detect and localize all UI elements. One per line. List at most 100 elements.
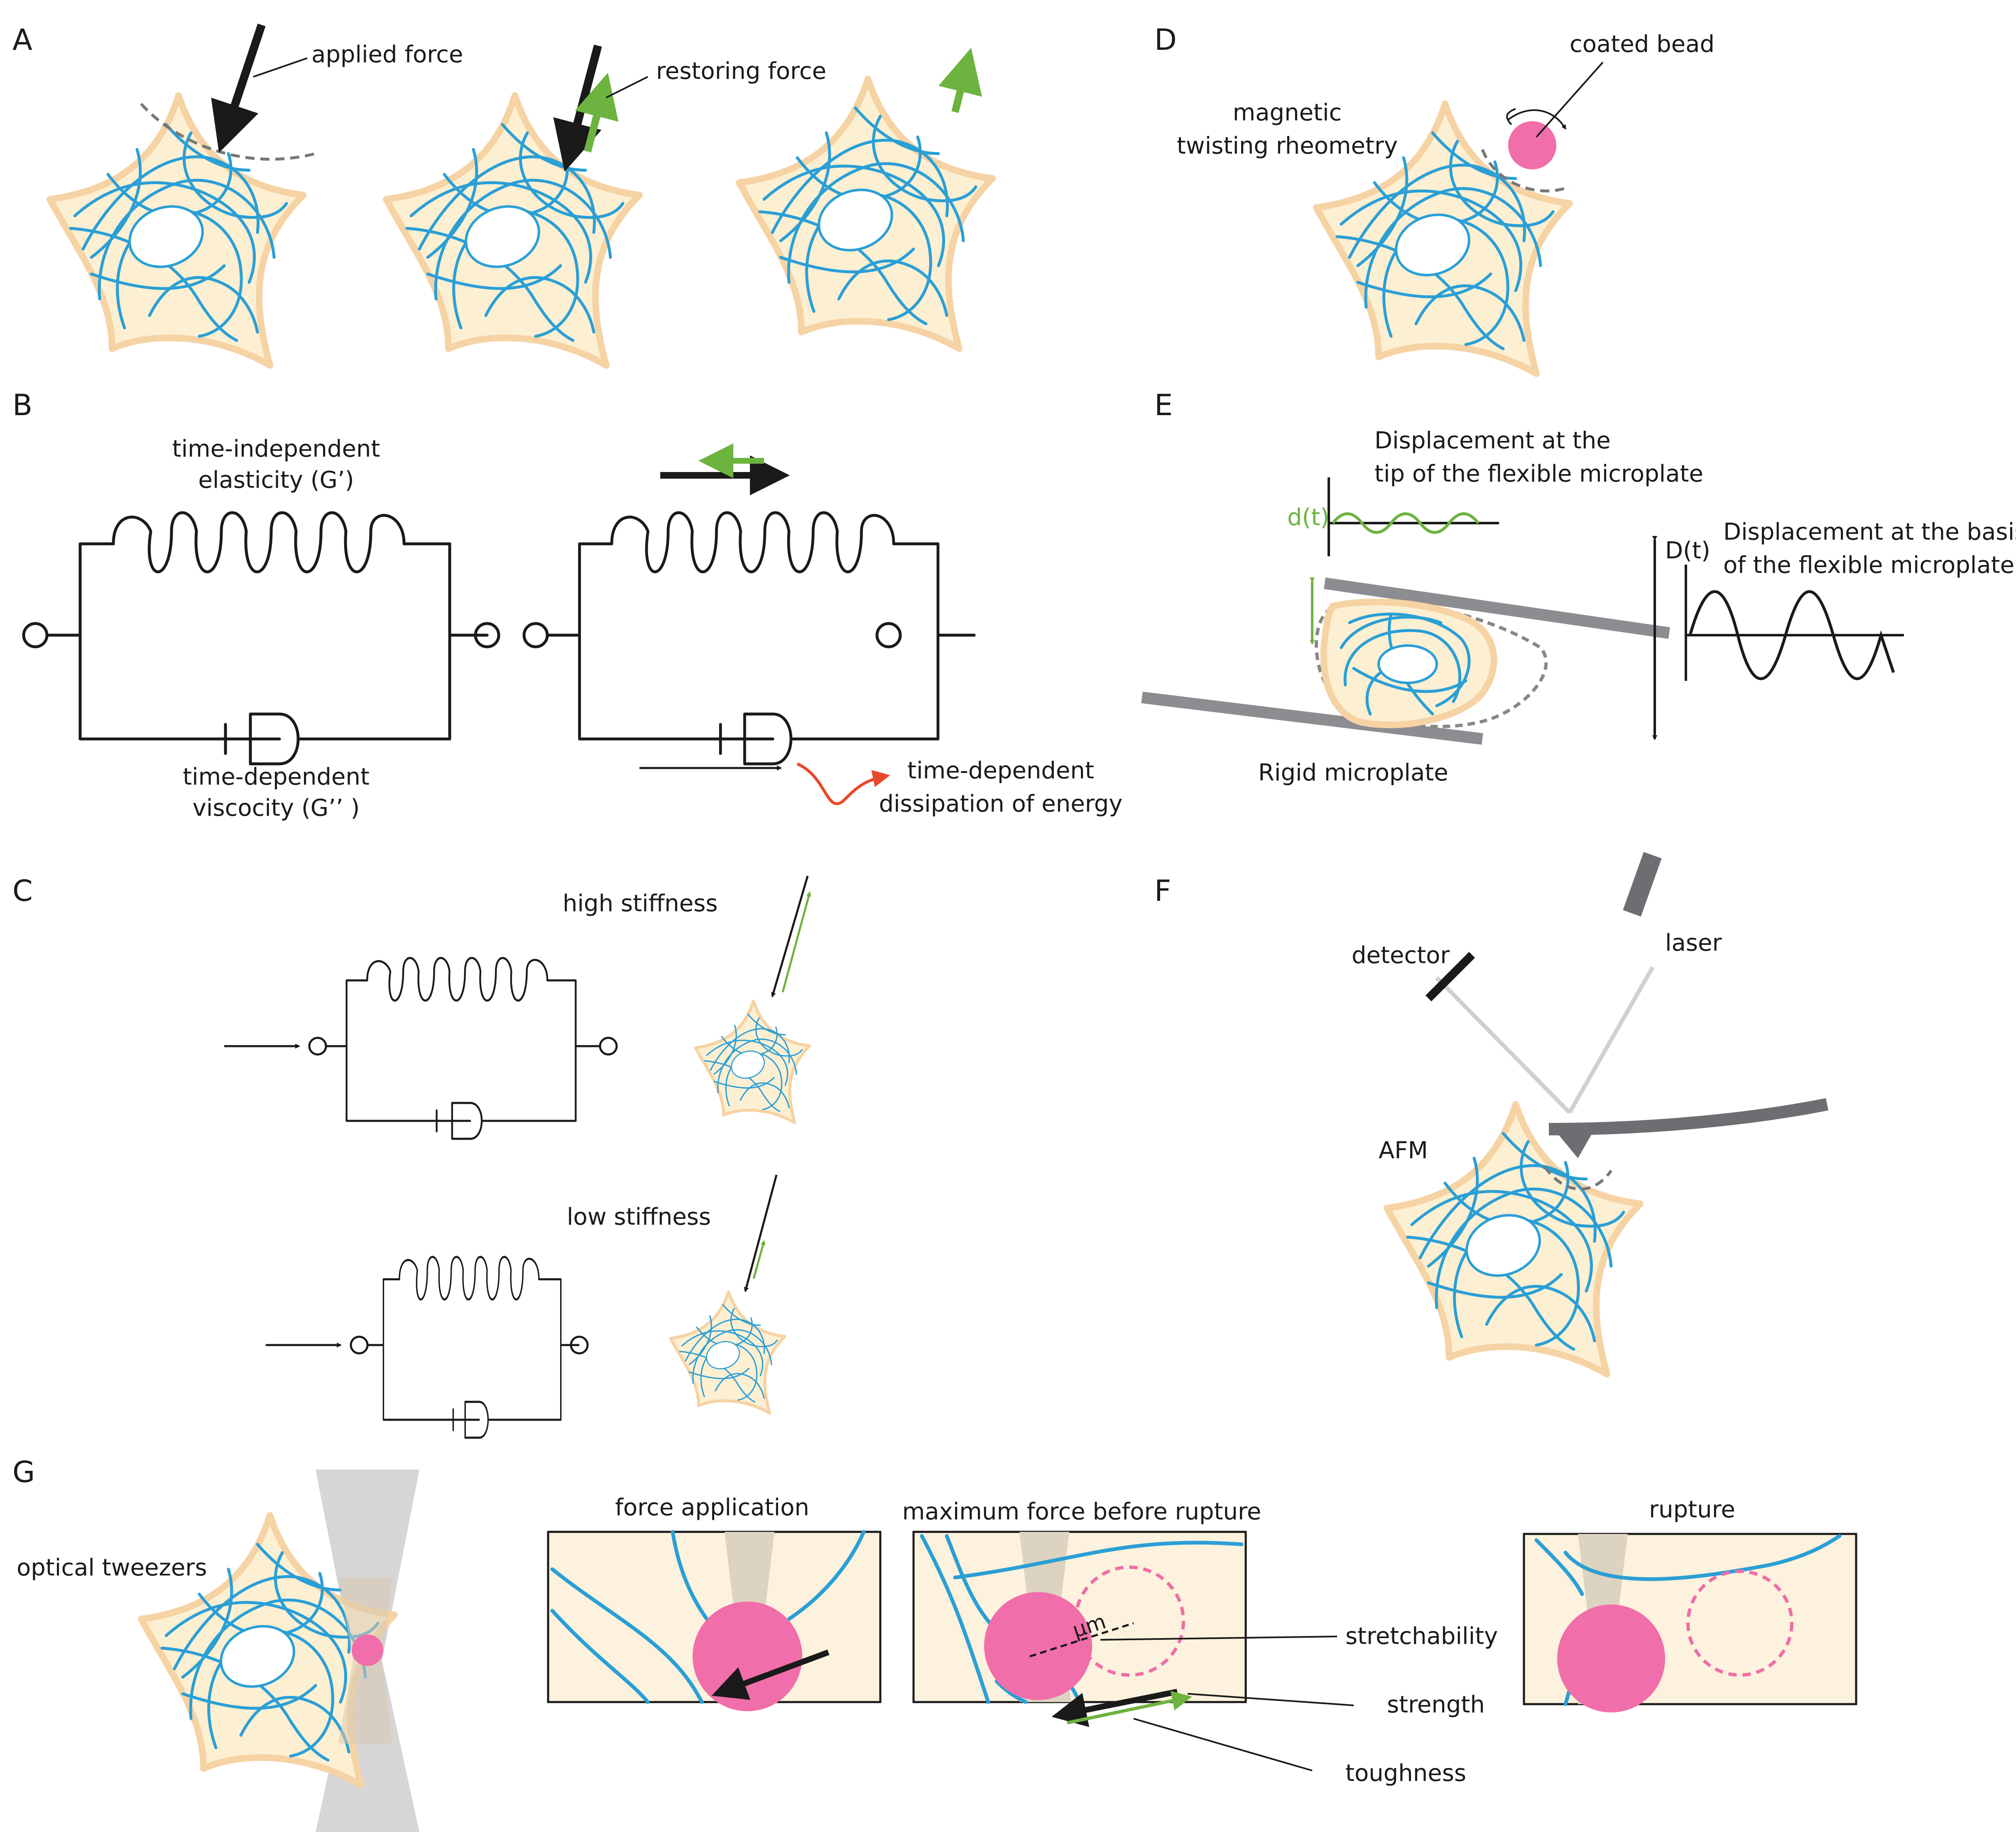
cell-high (696, 1001, 810, 1123)
method-line1: magnetic (1233, 99, 1342, 126)
terminal-low-left (350, 1335, 369, 1355)
box2-title: maximum force before rupture (902, 1498, 1262, 1525)
d-big-label: D(t) (1665, 537, 1710, 564)
dissipation-arrow (796, 762, 890, 805)
twist-arrow-top (1506, 109, 1566, 130)
restoring-arrow-low (752, 1240, 766, 1279)
panel-f: detector laser AFM (1352, 852, 1828, 1374)
terminal-left-2 (522, 622, 549, 648)
panel-letter-g: G (12, 1455, 35, 1489)
box3-title: rupture (1649, 1496, 1735, 1523)
box1-title: force application (615, 1494, 809, 1521)
force-arrow-g1 (711, 1649, 830, 1700)
laser-label: laser (1665, 929, 1722, 956)
basis-line2: of the flexible microplate (1723, 552, 2014, 579)
panel-letter-e: E (1154, 388, 1173, 422)
coated-bead (1508, 121, 1556, 169)
basis-line1: Displacement at the basis (1723, 519, 2016, 545)
force-arrow-low (744, 1174, 778, 1292)
applied-force-label: applied force (311, 41, 463, 68)
force-arrow-g2 (1051, 1689, 1178, 1727)
indentation-line-d (1481, 149, 1570, 193)
cell-low (671, 1292, 785, 1414)
force-arrow-high (771, 876, 809, 998)
detector-label: detector (1352, 942, 1450, 969)
terminal-right (474, 622, 500, 648)
strength-label: strength (1387, 1691, 1485, 1718)
displacement-line (1029, 1622, 1134, 1658)
filament (920, 1534, 990, 1704)
terminal-low-right (570, 1335, 589, 1355)
panel-letter-f: F (1154, 874, 1171, 908)
leader-line (253, 57, 308, 78)
cell-a1 (50, 95, 303, 365)
flexible-microplate (1323, 577, 1671, 639)
cell-e-filaments (1340, 612, 1471, 716)
panel-c: high stiffness low stiffness (224, 876, 811, 1438)
dissipation-line1: time-dependent (907, 757, 1094, 784)
indentation-line (140, 103, 316, 161)
toughness-leader (1133, 1718, 1313, 1771)
panel-letter-d: D (1154, 23, 1177, 57)
viscosity-line1: time-dependent (183, 763, 370, 790)
rigid-label: Rigid microplate (1258, 759, 1448, 786)
elasticity-line1: time-independent (172, 435, 380, 462)
filament (1563, 1534, 1842, 1581)
terminal-high-left (308, 1037, 327, 1056)
terminal-right-2 (875, 622, 902, 648)
panel-a: applied force restoring force (50, 23, 992, 365)
cell-a2 (386, 95, 639, 365)
afm-tip (1549, 1123, 1595, 1158)
twist-arrow-tail (1506, 108, 1516, 125)
afm-cantilever (1548, 1098, 1828, 1135)
stretch-label: stretchability (1345, 1623, 1498, 1650)
indentation-line-f (1543, 1166, 1612, 1191)
tip-wave (1332, 512, 1480, 534)
toughness-label: toughness (1345, 1760, 1466, 1787)
dissipation-line2: dissipation of energy (879, 790, 1123, 817)
filament (787, 1530, 866, 1621)
leader-line-2 (606, 76, 648, 98)
restoring-force-arrow-3 (938, 48, 982, 113)
afm-label: AFM (1379, 1137, 1428, 1164)
ve-model-2 (547, 513, 974, 764)
nucleus-e (1377, 644, 1438, 684)
cell-a3 (739, 79, 992, 349)
trapped-bead (352, 1634, 383, 1666)
panel-letter-c: C (12, 874, 33, 908)
bead-2 (984, 1592, 1092, 1700)
strength-leader (1187, 1693, 1354, 1706)
tweezers-label: optical tweezers (17, 1554, 207, 1581)
terminal-left (22, 622, 49, 648)
filament (550, 1609, 650, 1704)
reflected-beam (1435, 976, 1571, 1114)
terminal-high-right (599, 1037, 618, 1056)
panel-letter-a: A (12, 23, 32, 57)
laser-source (1623, 852, 1662, 917)
rigid-microplate (1141, 692, 1483, 745)
restoring-arrow-g2 (1067, 1691, 1192, 1724)
bead-3-origin (1686, 1570, 1793, 1677)
stretch-leader (1100, 1636, 1337, 1641)
bead-3 (1557, 1605, 1665, 1712)
method-line2: twisting rheometry (1177, 132, 1398, 159)
panel-letter-b: B (12, 388, 32, 422)
restoring-arrow-high (781, 891, 811, 993)
panel-d: coated bead magnetic twisting rheometry (1177, 31, 1715, 374)
panel-g: optical tweezers force application maxim… (17, 1470, 1857, 1832)
low-stiffness-label: low stiffness (567, 1203, 711, 1230)
filament (995, 1679, 1028, 1704)
high-stiffness-label: high stiffness (563, 890, 718, 917)
ve-model-high (326, 958, 599, 1139)
bead-1 (693, 1602, 802, 1711)
panel-b: time-independent elasticity (G’) time-de… (22, 435, 1123, 822)
tip-line1: Displacement at the (1374, 427, 1611, 454)
base-wave (1688, 590, 1895, 680)
viscosity-line2: viscocity (G’’ ) (193, 795, 360, 822)
bead-leader-line (1536, 61, 1604, 138)
restoring-force-label: restoring force (656, 58, 826, 85)
filament (953, 1541, 1244, 1580)
ve-model-1 (47, 513, 487, 764)
restoring-force-arrow (575, 73, 619, 153)
